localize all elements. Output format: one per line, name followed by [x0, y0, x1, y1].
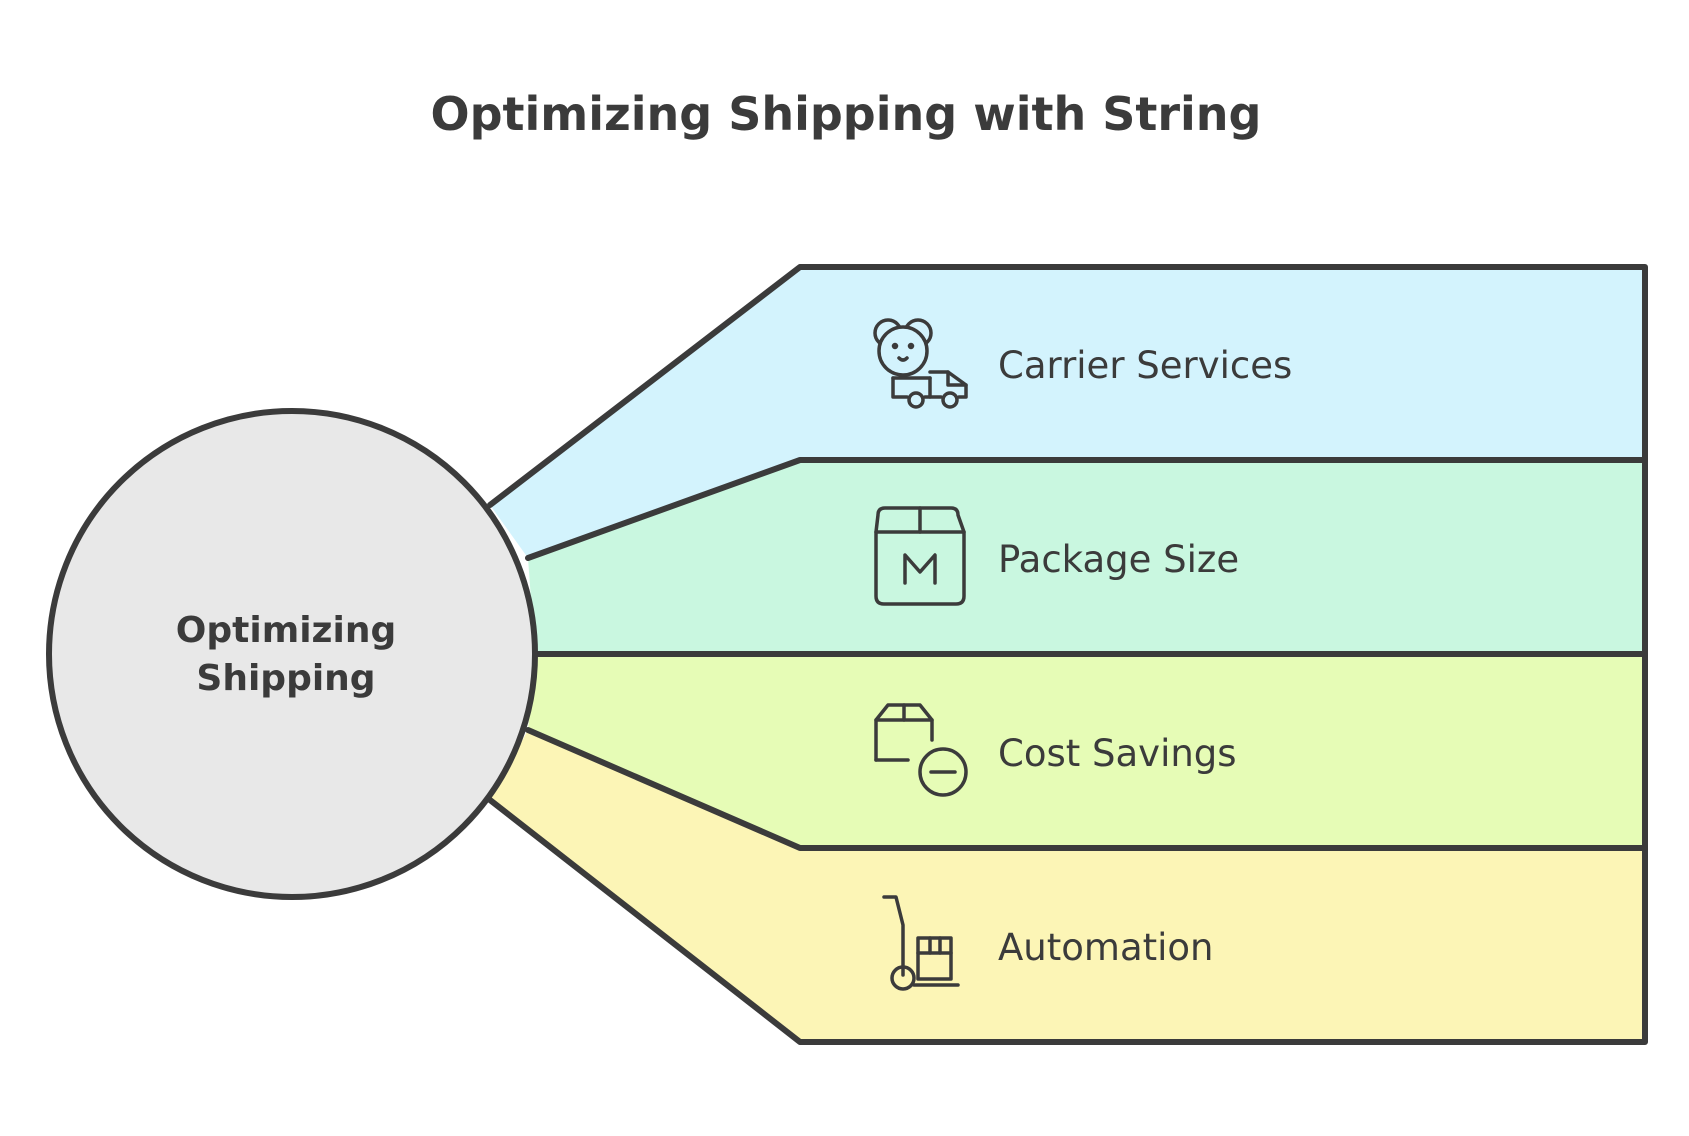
band-divider-1 — [525, 457, 1648, 561]
box-m-icon — [874, 506, 966, 606]
band-automation-fill — [490, 730, 1645, 1042]
bear-truck-icon — [873, 318, 968, 409]
diagram-title: Optimizing Shipping with String — [431, 87, 1262, 141]
box-minus-icon — [874, 703, 968, 797]
hub-label-line-1: Optimizing — [176, 610, 396, 651]
band-label-package-size: Package Size — [998, 538, 1239, 581]
band-package-size-fill — [528, 460, 1645, 654]
hub-label-line-2: Shipping — [196, 658, 375, 699]
hand-truck-icon — [882, 895, 960, 991]
band-cost-savings-fill — [528, 654, 1645, 848]
band-label-cost-savings: Cost Savings — [998, 732, 1237, 775]
hub-circle — [46, 408, 538, 900]
band-label-automation: Automation — [998, 926, 1214, 969]
band-label-carrier-services: Carrier Services — [998, 344, 1292, 387]
band-divider-3 — [525, 727, 1648, 851]
band-carrier-services-fill — [490, 267, 1645, 558]
